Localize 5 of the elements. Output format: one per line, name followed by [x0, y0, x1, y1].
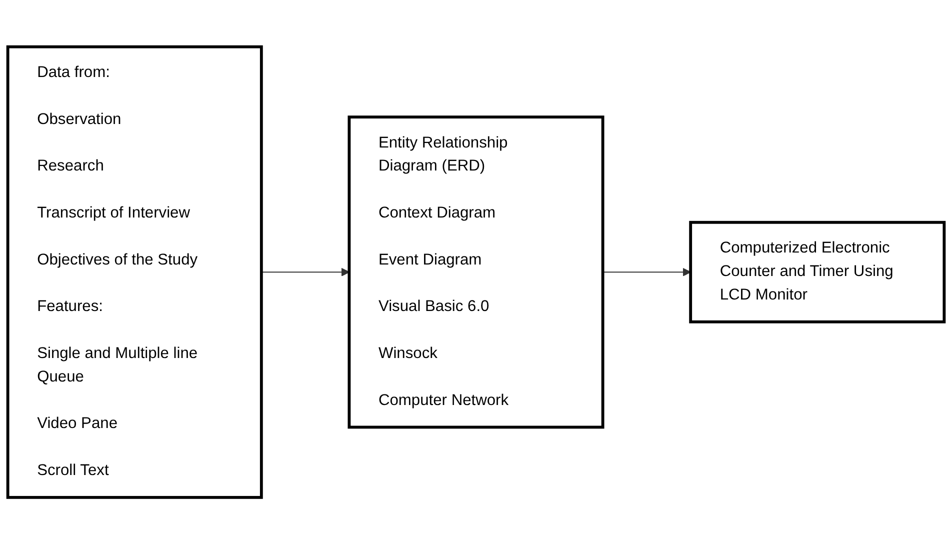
node-box: Data from: Observation Research Transcript of Interview Objectives of the Study Features: Single and Multiple line Queue Video Pane Scroll Text: [6, 45, 263, 499]
node-box: Entity Relationship Diagram (ERD) Context Diagram Event Diagram Visual Basic 6.0 Winsock Computer Network: [348, 115, 604, 429]
node-box: Computerized Electronic Counter and Timer Using LCD Monitor: [689, 220, 946, 324]
arrow: [602, 268, 691, 276]
arrow: [260, 268, 350, 276]
